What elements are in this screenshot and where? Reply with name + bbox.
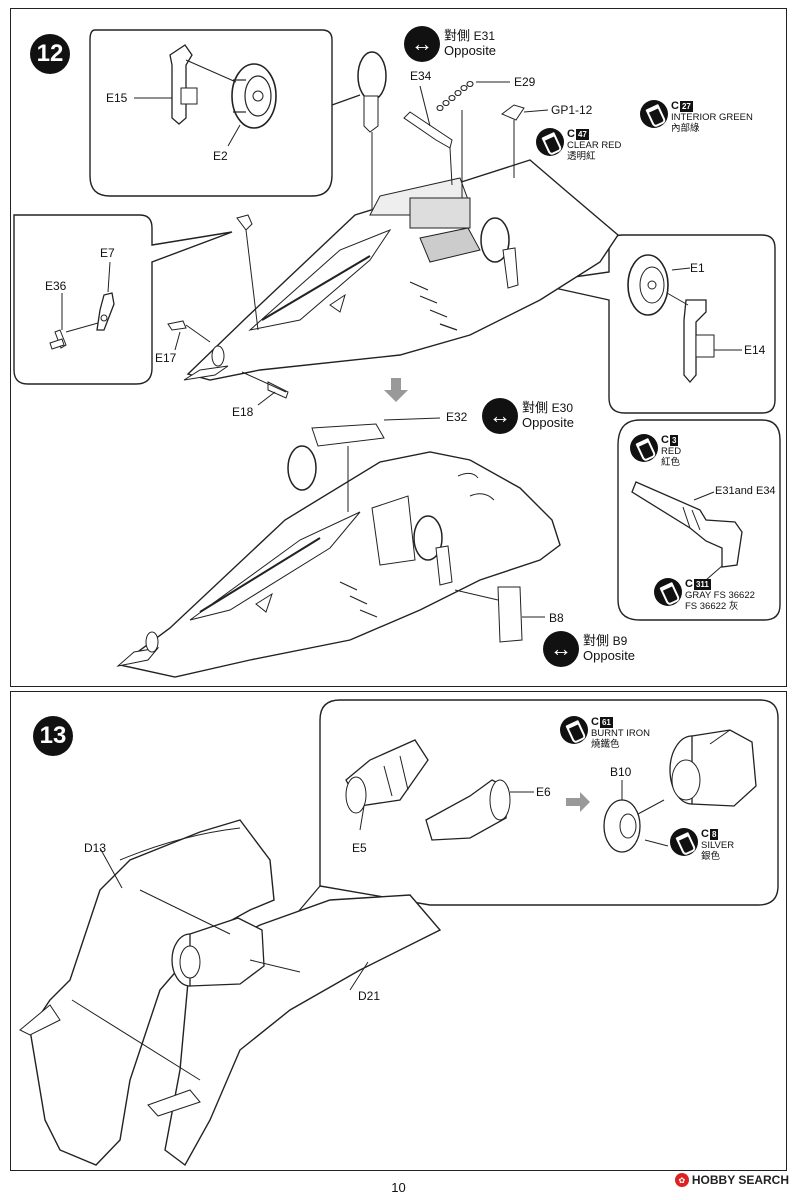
part-label-E7: E7	[100, 246, 115, 260]
part-label-B10: B10	[610, 765, 632, 779]
paint-c27-prefix: C	[671, 100, 679, 112]
paintbrush-icon	[670, 828, 698, 856]
part-label-B8: B8	[549, 611, 564, 625]
step-12-drawing	[13, 29, 781, 678]
paint-c61-cn: 燒鐵色	[591, 738, 620, 750]
page-number: 10	[391, 1180, 406, 1195]
paint-c47-name: CLEAR RED	[567, 139, 622, 151]
watermark: ✿ HOBBY SEARCH	[674, 1173, 789, 1187]
part-label-E18: E18	[232, 405, 254, 419]
paint-c27-cn: 內部綠	[671, 122, 700, 134]
part-label-GP1-12: GP1-12	[551, 103, 593, 117]
opposite-b9-cn: 對側	[583, 633, 610, 649]
part-label-E17: E17	[155, 351, 177, 365]
paint-c61-name: BURNT IRON	[591, 727, 650, 739]
part-label-E1: E1	[690, 261, 705, 275]
part-label-E29: E29	[514, 75, 536, 89]
hobby-search-logo-icon: ✿	[674, 1173, 689, 1187]
paint-c27-name: INTERIOR GREEN	[671, 111, 753, 123]
opposite-e31-part: E31	[473, 29, 495, 44]
opposite-e31-cn: 對側	[444, 28, 471, 44]
paint-c47-num: 47	[575, 128, 589, 140]
paint-c47-prefix: C	[567, 128, 575, 140]
paint-c61-prefix: C	[591, 716, 599, 728]
paint-c8-num: 8	[709, 828, 719, 840]
paint-c8-name: SILVER	[701, 839, 735, 851]
paintbrush-icon	[536, 128, 564, 156]
watermark-text: HOBBY SEARCH	[691, 1173, 789, 1187]
paint-c311-name: GRAY FS 36622	[685, 589, 755, 601]
part-label-E31-E34: E31and E34	[715, 485, 776, 497]
part-label-E14: E14	[744, 343, 766, 357]
part-label-D13: D13	[84, 841, 107, 855]
part-label-E2: E2	[213, 149, 228, 163]
part-label-E15: E15	[106, 91, 128, 105]
opposite-e30-part: E30	[551, 401, 573, 416]
opposite-b9-en: Opposite	[583, 648, 636, 663]
step-12-badge: 12	[30, 34, 70, 74]
paint-c8-cn: 銀色	[701, 850, 721, 862]
paint-c8-prefix: C	[701, 828, 709, 840]
paint-c3-name: RED	[661, 445, 682, 457]
opposite-e30-en: Opposite	[522, 415, 575, 430]
double-arrow-icon: ↔	[404, 26, 440, 62]
part-label-D21: D21	[358, 989, 381, 1003]
paint-c311-num: 311	[693, 578, 711, 590]
part-label-E6: E6	[536, 785, 551, 799]
step-13-badge: 13	[33, 716, 73, 756]
part-label-E36: E36	[45, 279, 67, 293]
paintbrush-icon	[630, 434, 658, 462]
opposite-e31-en: Opposite	[444, 43, 497, 58]
paint-c3-prefix: C	[661, 434, 669, 446]
paint-c47-cn: 透明紅	[567, 150, 596, 162]
part-label-E34: E34	[410, 69, 432, 83]
paint-c27-num: 27	[679, 100, 693, 112]
opposite-e30-cn: 對側	[522, 400, 549, 416]
double-arrow-icon: ↔	[543, 631, 579, 667]
part-label-E32: E32	[446, 410, 468, 424]
paintbrush-icon	[560, 716, 588, 744]
part-label-E5: E5	[352, 841, 367, 855]
paint-c311-cn: FS 36622 灰	[685, 600, 739, 612]
opposite-b9-part: B9	[612, 634, 628, 649]
paint-c61-num: 61	[599, 716, 613, 728]
paint-c311-prefix: C	[685, 578, 693, 590]
paint-c3-num: 3	[669, 434, 679, 446]
double-arrow-icon: ↔	[482, 398, 518, 434]
paint-c3-cn: 紅色	[661, 456, 681, 468]
paintbrush-icon	[654, 578, 682, 606]
paintbrush-icon	[640, 100, 668, 128]
